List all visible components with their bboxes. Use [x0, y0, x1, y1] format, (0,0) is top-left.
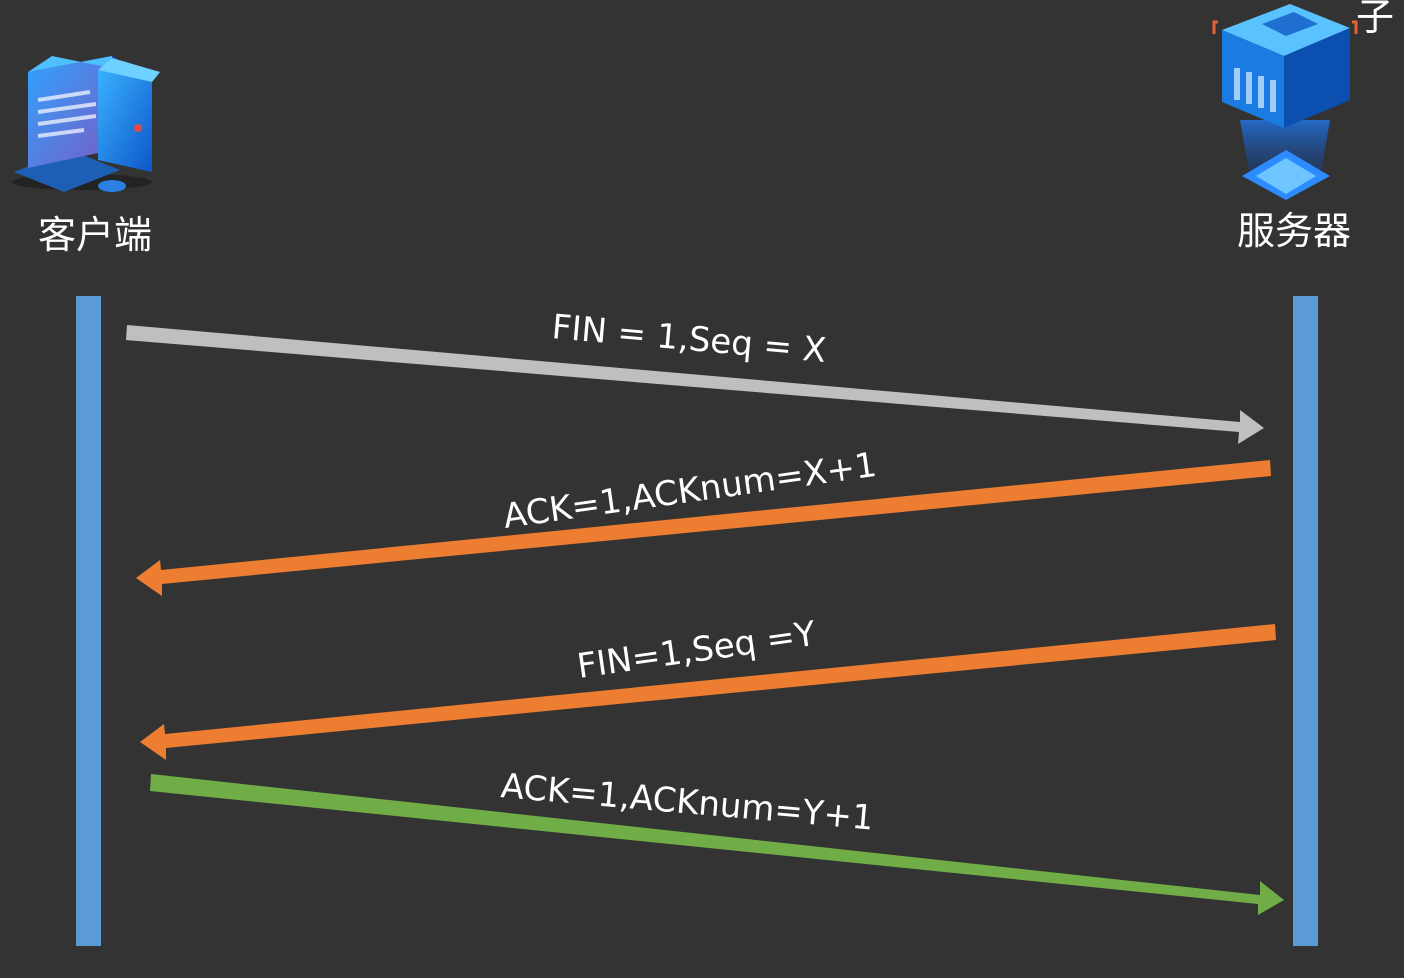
ack-client-arrow [150, 774, 1284, 915]
server-lifeline [1293, 296, 1318, 946]
client-lifeline [76, 296, 101, 946]
fin-client-arrow [126, 325, 1264, 444]
client-label: 客户端 [38, 213, 152, 257]
ack-server-arrow [136, 460, 1271, 596]
server-icon [1212, 4, 1358, 200]
server-label: 服务器 [1237, 209, 1351, 253]
fin-client-label: FIN = 1,Seq = X [550, 307, 827, 371]
corner-text-fragment: 子 [1356, 0, 1394, 39]
desktop-computer-icon [12, 56, 160, 192]
fin-server-arrow [140, 624, 1276, 760]
